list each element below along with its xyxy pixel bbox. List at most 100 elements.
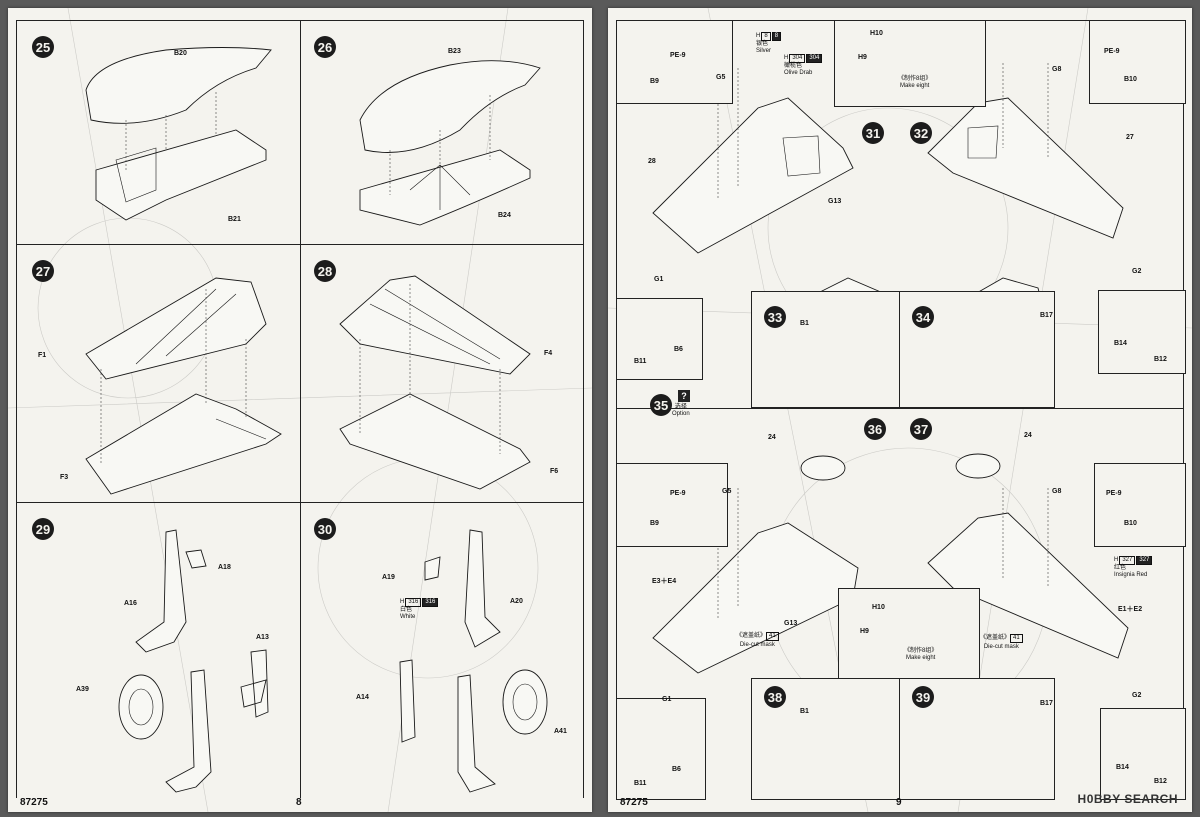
part-label: B12 [1154,356,1167,363]
part-label: 27 [1126,134,1134,141]
step-number: 37 [910,418,932,440]
part-label: G1 [662,696,672,703]
watermark-logo: H0BBY SEARCH [1077,792,1178,806]
step-number: 28 [314,260,336,282]
step-number: 31 [862,122,884,144]
die-cut-mask-note-left: 《遮盖纸》41 Die-cut mask [736,632,779,649]
part-label: PE-9 [1104,48,1120,55]
part-label: H9 [860,628,869,635]
part-label: B10 [1124,520,1137,527]
make-eight-note: 《制作8组》 Make eight [898,76,932,89]
option-icon: ? [678,390,690,402]
part-label: E1＋E2 [1118,606,1143,613]
part-label: B1 [800,320,809,327]
part-label: A20 [510,598,523,605]
part-label: A13 [256,634,269,641]
part-label: A16 [124,600,137,607]
inset-make-eight [838,588,980,682]
part-label: B17 [1040,312,1053,319]
make-eight-note: 《制作8组》 Make eight [904,648,938,661]
step-number: 26 [314,36,336,58]
part-label: B12 [1154,778,1167,785]
part-label: G2 [1132,692,1142,699]
part-label: PE-9 [670,490,686,497]
part-label: A41 [554,728,567,735]
inset-b14-b12 [1098,290,1186,374]
part-label: A18 [218,564,231,571]
part-label: A19 [382,574,395,581]
step-number: 35 [650,394,672,416]
instruction-page-right: 31 32 33 34 35 PE-9 B9 G5 G8 PE-9 B10 H1… [608,8,1192,812]
step-number: 25 [32,36,54,58]
step-29: 29 A18 A16 A13 A39 [16,502,300,798]
part-label: B23 [448,48,461,55]
fuselage-bottom-diagram [359,60,541,226]
inset-b14-b12 [1100,708,1186,800]
part-label: B17 [1040,700,1053,707]
step-number: 39 [912,686,934,708]
inset-pe9-b10 [1094,463,1186,547]
step-number: 29 [32,518,54,540]
part-label: H10 [870,30,883,37]
part-label: PE-9 [1106,490,1122,497]
step-number: 33 [764,306,786,328]
part-label: G2 [1132,268,1142,275]
part-label: B6 [672,766,681,773]
frame-divider-v [300,20,301,798]
step-number: 34 [912,306,934,328]
part-label: G5 [722,488,732,495]
part-label: F3 [60,474,69,481]
part-label: 28 [648,158,656,165]
step-26: 26 B23 B24 [300,20,584,244]
inset-pe9-b9 [616,463,728,547]
page-number: 9 [896,797,902,808]
part-label: PE-9 [670,52,686,59]
part-label: G8 [1052,66,1062,73]
inset-pe9-b9 [616,20,733,104]
step-number: 36 [864,418,886,440]
part-label: G13 [784,620,798,627]
part-label: B9 [650,78,659,85]
part-label: 24 [1024,432,1032,439]
product-code: 87275 [20,797,48,808]
frame-left [616,20,617,798]
inset-pe9-b10 [1089,20,1186,104]
part-label: E3＋E4 [652,578,677,585]
part-label: G5 [716,74,726,81]
part-label: B20 [174,50,187,57]
part-label: A39 [76,686,89,693]
landing-gear-right-diagram [399,529,548,793]
part-label: F1 [38,352,47,359]
instruction-page-left: 25 B20 B21 26 B23 B24 27 F1 F3 [8,8,592,812]
step-number: 38 [764,686,786,708]
inset-b11-b6 [616,698,706,800]
part-label: B14 [1114,340,1127,347]
part-label: B14 [1116,764,1129,771]
die-cut-mask-note-right: 《遮盖纸》41 Die-cut mask [980,634,1023,651]
product-code: 87275 [620,797,648,808]
part-label: B1 [800,708,809,715]
part-label: G8 [1052,488,1062,495]
wing-left-diagram [85,277,282,495]
part-label: H9 [858,54,867,61]
part-label: B11 [634,780,647,787]
step-27: 27 F1 F3 [16,244,300,502]
part-label: G1 [654,276,664,283]
part-label: B21 [228,216,241,223]
part-label: B10 [1124,76,1137,83]
part-label: B6 [674,346,683,353]
part-label: B24 [498,212,511,219]
part-label: B11 [634,358,647,365]
landing-gear-left-diagram [118,529,269,793]
frame-divider-h2 [16,502,584,503]
inset-b11-b6 [616,298,703,380]
option-note: 选择 Option [672,404,690,417]
step-number: 32 [910,122,932,144]
part-label: G13 [828,198,842,205]
part-label: B9 [650,520,659,527]
step-28: 28 F4 F6 [300,244,584,502]
